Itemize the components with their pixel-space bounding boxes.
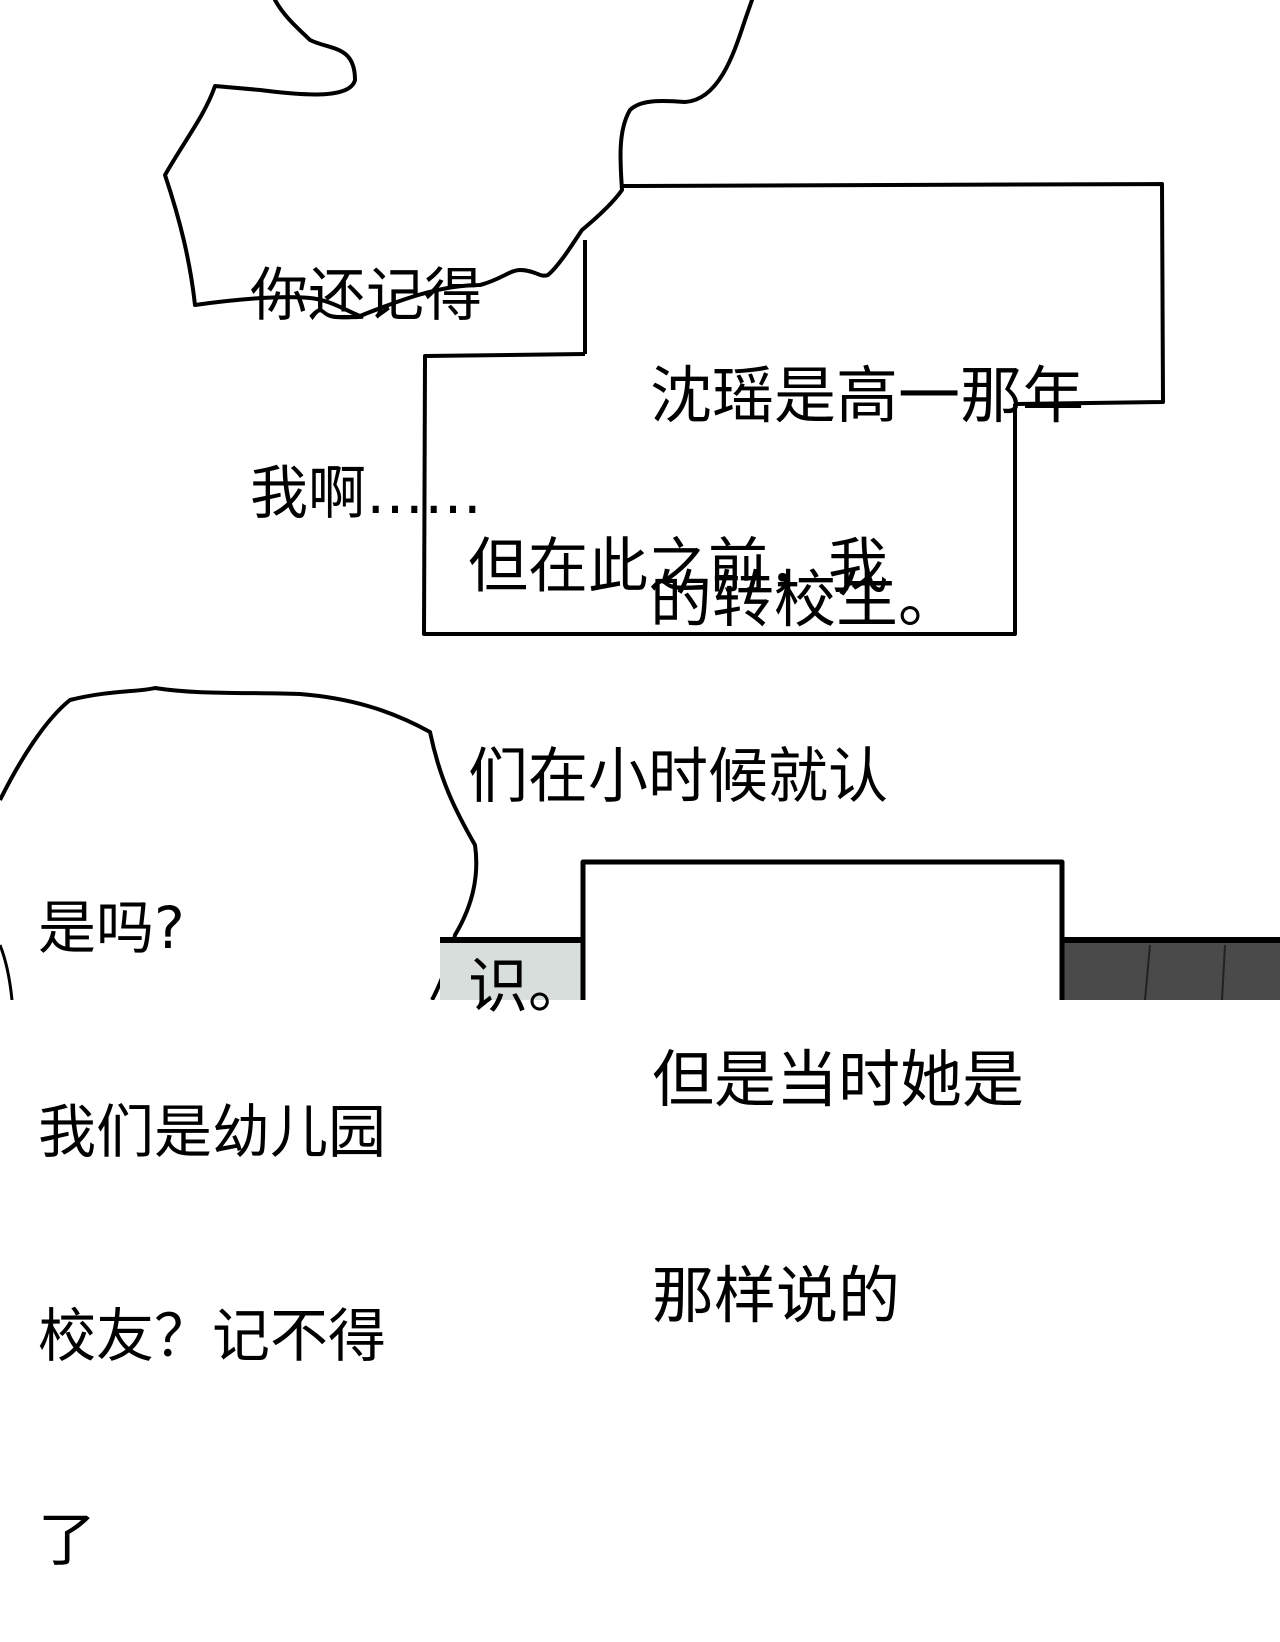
narration-box-2-line-2: 们在小时候就认 <box>468 742 888 812</box>
bubble-reply-text: 是吗? 我们是幼儿园 校友？记不得 了 <box>38 758 386 1642</box>
bubble-reply-line-3: 校友？记不得 <box>38 1302 387 1370</box>
narration-box-3-line-1: 但是当时她是 <box>652 1043 1025 1116</box>
bubble-question-line-1: 你还记得 <box>250 261 483 329</box>
narration-box-1-line-1: 沈瑶是高一那年 <box>650 359 1085 432</box>
narration-box-2-text: 但在此之前，我 们在小时候就认 识。 <box>468 392 888 1092</box>
narration-box-1-line-2: 的转校生。 <box>650 563 961 636</box>
narration-box-2-outline <box>422 352 1017 636</box>
bubble-question-line-2: 我啊…… <box>250 459 483 527</box>
dark-area-line-1 <box>1144 944 1151 1000</box>
narration-box-3-text: 但是当时她是 那样说的 <box>652 900 1024 1404</box>
narration-box-2-line-1: 但在此之前，我 <box>468 532 888 602</box>
bottom-balloon-outline <box>0 686 479 1000</box>
bottom-panel-dark-area <box>1058 940 1280 1000</box>
bubble-question-text: 你还记得 我啊…… <box>250 130 482 592</box>
bottom-balloon-left-edge <box>0 944 14 1000</box>
dark-area-line-2 <box>1221 944 1226 1000</box>
comic-line-art <box>0 0 1280 1000</box>
narration-box-3-outline <box>580 859 1065 1000</box>
narration-box-1-outline <box>621 182 1165 406</box>
bottom-panel-grey-wash <box>440 940 590 1000</box>
bubble-reply-line-1: 是吗? <box>38 894 185 962</box>
narration-box-3-line-2: 那样说的 <box>652 1259 901 1332</box>
bubble-reply-line-2: 我们是幼儿园 <box>38 1098 387 1166</box>
narration-box-1-text: 沈瑶是高一那年 的转校生。 <box>650 226 1084 702</box>
bubble-reply-line-4: 了 <box>38 1506 97 1574</box>
top-balloon-outline <box>163 0 754 318</box>
